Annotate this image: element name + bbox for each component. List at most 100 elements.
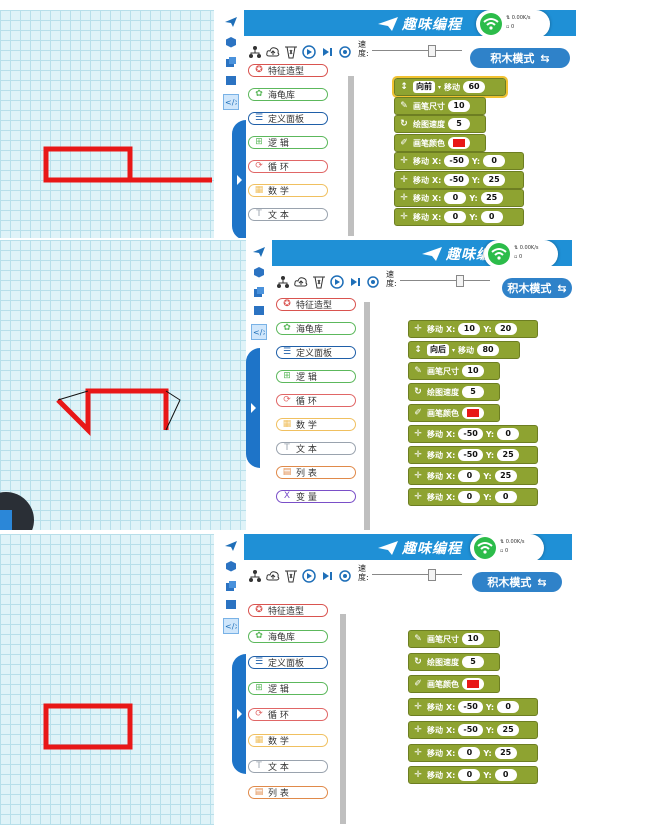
collapse-arrow-tab[interactable]: [232, 654, 246, 774]
step-icon[interactable]: [348, 274, 362, 288]
box-icon[interactable]: [223, 596, 239, 612]
reset-icon[interactable]: [338, 568, 352, 582]
x-input[interactable]: -50: [458, 724, 483, 736]
y-input[interactable]: 25: [494, 470, 517, 482]
block-mode-button[interactable]: 积木模式 ⇆: [472, 572, 562, 592]
turtle-canvas[interactable]: [0, 10, 214, 238]
box-icon[interactable]: [251, 302, 267, 318]
network-tree-icon[interactable]: [248, 44, 262, 58]
y-input[interactable]: 0: [494, 769, 517, 781]
color-picker[interactable]: [462, 407, 484, 419]
step-icon[interactable]: [320, 568, 334, 582]
speed-slider[interactable]: [400, 275, 490, 287]
x-input[interactable]: 0: [458, 491, 481, 503]
cloud-upload-icon[interactable]: [294, 274, 308, 288]
category-list[interactable]: ▤列 表: [248, 786, 328, 799]
x-input[interactable]: 0: [458, 747, 481, 759]
speed-slider-knob[interactable]: [428, 45, 436, 57]
play-icon[interactable]: [302, 44, 316, 59]
y-input[interactable]: 0: [480, 211, 503, 223]
x-input[interactable]: 0: [444, 192, 467, 204]
clear-icon[interactable]: [284, 44, 298, 59]
play-icon[interactable]: [302, 568, 316, 583]
network-tree-icon[interactable]: [276, 274, 290, 288]
collapse-arrow-tab[interactable]: [232, 120, 246, 238]
reset-icon[interactable]: [338, 44, 352, 58]
y-input[interactable]: 25: [494, 747, 517, 759]
category-turtle[interactable]: ✿海龟库: [248, 88, 328, 101]
cube-icon[interactable]: [223, 34, 239, 50]
direction-dropdown[interactable]: 向前: [413, 81, 435, 93]
speed-slider-knob[interactable]: [456, 275, 464, 287]
code-icon[interactable]: </>: [223, 618, 239, 634]
y-input[interactable]: 25: [497, 724, 520, 736]
cube-stack-icon[interactable]: [223, 578, 239, 594]
category-logic[interactable]: ⊞逻 辑: [248, 682, 328, 695]
code-icon[interactable]: </>: [251, 324, 267, 340]
category-logic[interactable]: ⊞逻 辑: [276, 370, 356, 383]
step-icon[interactable]: [320, 44, 334, 58]
reset-icon[interactable]: [366, 274, 380, 288]
cube-stack-icon[interactable]: [223, 54, 239, 70]
category-loop[interactable]: ⟳循 环: [248, 708, 328, 721]
y-input[interactable]: 0: [497, 428, 520, 440]
cloud-upload-icon[interactable]: [266, 568, 280, 582]
pen-color-block[interactable]: ✐画笔颜色: [408, 404, 500, 422]
direction-dropdown[interactable]: 向后: [427, 344, 449, 356]
category-list[interactable]: ▤列 表: [276, 466, 356, 479]
block-mode-button[interactable]: 积木模式 ⇆: [502, 278, 572, 298]
category-panel[interactable]: ☰定义面板: [248, 656, 328, 669]
y-input[interactable]: 25: [483, 174, 506, 186]
category-panel[interactable]: ☰定义面板: [248, 112, 328, 125]
clear-icon[interactable]: [312, 274, 326, 289]
category-math[interactable]: ▦数 学: [248, 734, 328, 747]
color-picker[interactable]: [448, 137, 470, 149]
turtle-canvas[interactable]: [0, 240, 246, 530]
cube-stack-icon[interactable]: [251, 284, 267, 300]
send-icon[interactable]: [251, 244, 267, 260]
category-feature[interactable]: ✪特征造型: [248, 604, 328, 617]
turtle-canvas[interactable]: [0, 534, 214, 825]
category-feature[interactable]: ✪特征造型: [248, 64, 328, 77]
category-panel[interactable]: ☰定义面板: [276, 346, 356, 359]
category-loop[interactable]: ⟳循 环: [276, 394, 356, 407]
speed-slider[interactable]: [372, 569, 462, 581]
send-icon[interactable]: [223, 14, 239, 30]
clear-icon[interactable]: [284, 568, 298, 583]
play-icon[interactable]: [330, 274, 344, 289]
pen-size-input[interactable]: 10: [462, 633, 484, 645]
x-input[interactable]: -50: [444, 174, 469, 186]
cube-icon[interactable]: [251, 264, 267, 280]
code-icon[interactable]: </>: [223, 94, 239, 110]
category-scrollbar[interactable]: [364, 302, 370, 530]
x-input[interactable]: -50: [444, 155, 469, 167]
speed-input[interactable]: 5: [462, 386, 484, 398]
x-input[interactable]: 0: [458, 470, 481, 482]
speed-slider-knob[interactable]: [428, 569, 436, 581]
speed-slider[interactable]: [372, 45, 462, 57]
y-input[interactable]: 0: [483, 155, 506, 167]
pen-size-input[interactable]: 10: [462, 365, 484, 377]
category-logic[interactable]: ⊞逻 辑: [248, 136, 328, 149]
x-input[interactable]: -50: [458, 428, 483, 440]
category-turtle[interactable]: ✿海龟库: [248, 630, 328, 643]
pen-size-input[interactable]: 10: [448, 100, 470, 112]
send-icon[interactable]: [223, 538, 239, 554]
y-input[interactable]: 0: [494, 491, 517, 503]
